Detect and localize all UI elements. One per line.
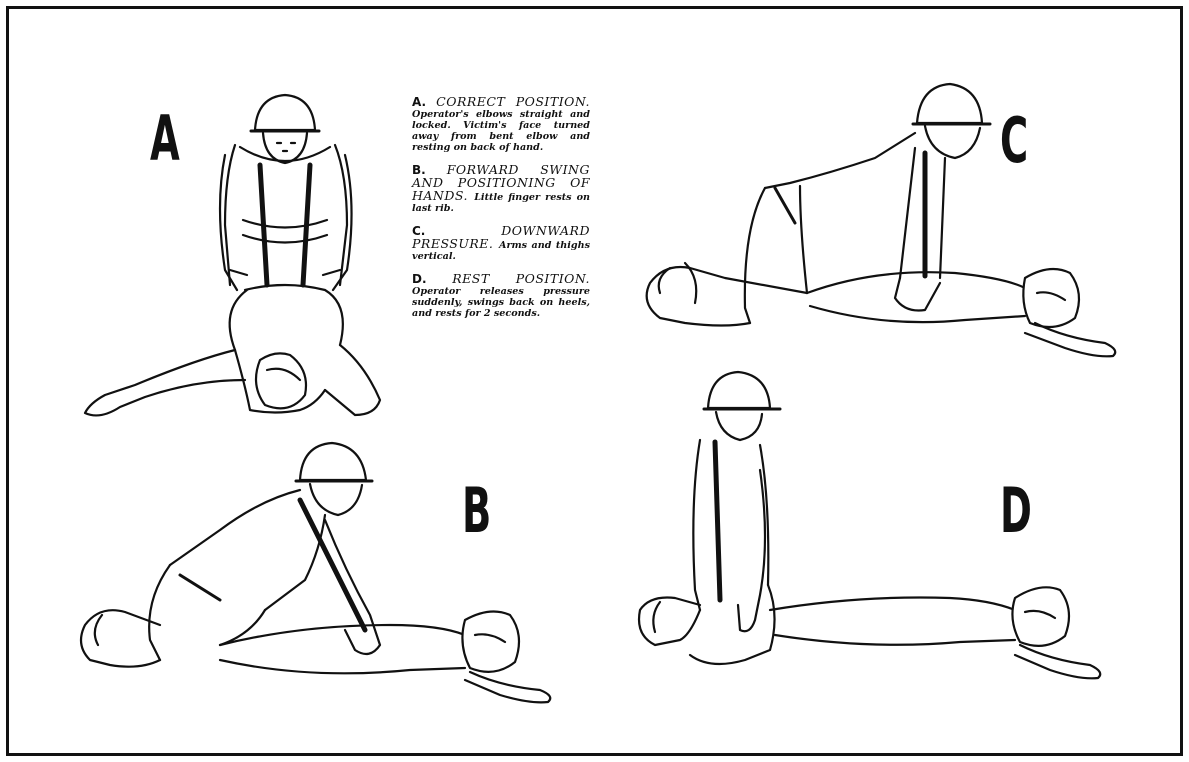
illustration-panel-b <box>70 440 570 710</box>
legend-heading-a: CORRECT POSITION. <box>436 94 590 109</box>
illustration-panel-a <box>75 85 395 435</box>
legend-body-a: Operator's elbows straight and locked. V… <box>412 109 590 153</box>
legend-heading-d: REST POSITION. <box>452 271 590 286</box>
illustration-panel-c <box>625 78 1125 358</box>
illustration-panel-d <box>620 370 1120 700</box>
legend-item-c: C. DOWNWARD PRESSURE. Arms and thighs ve… <box>412 225 590 262</box>
legend-item-d: D. REST POSITION. Operator releases pres… <box>412 273 590 319</box>
legend-body-d: Operator releases pressure suddenly, swi… <box>412 286 590 319</box>
legend: A. CORRECT POSITION. Operator's elbows s… <box>412 96 590 330</box>
legend-item-b: B. FORWARD SWING AND POSITIONING OF HAND… <box>412 164 590 214</box>
legend-item-a: A. CORRECT POSITION. Operator's elbows s… <box>412 96 590 153</box>
legend-key-a: A. <box>412 95 436 109</box>
legend-key-d: D. <box>412 272 452 286</box>
